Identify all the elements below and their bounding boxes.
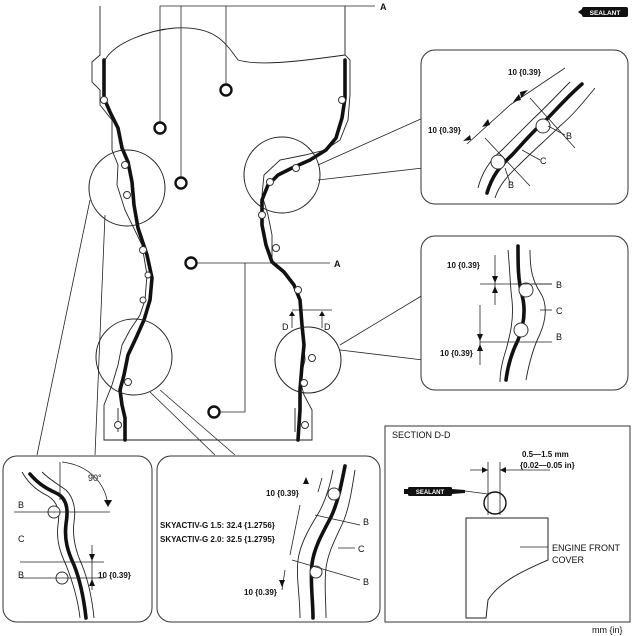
- engine-front-cover-label-1: ENGINE FRONT: [552, 543, 621, 553]
- section-mark-d-right: D: [324, 322, 331, 332]
- section-dim-line1: 0.5—1.5 mm: [522, 450, 569, 459]
- callout-a-mid: A: [334, 259, 341, 269]
- dim-upper-right-left: 10 {0.39}: [428, 126, 461, 135]
- label-c-bl: C: [18, 534, 25, 544]
- label-b-ur2: B: [508, 180, 514, 190]
- label-b-bl2: B: [18, 570, 24, 580]
- engine-front-cover-label-2: COVER: [552, 555, 585, 565]
- detail-panel-bottom-left: [2, 455, 153, 623]
- skyactiv-20-spec: SKYACTIV-G 2.0: 32.5 {1.2795}: [160, 535, 275, 544]
- label-b-mr2: B: [556, 332, 562, 342]
- label-b-bm1: B: [363, 517, 369, 527]
- label-b-mr1: B: [556, 280, 562, 290]
- sealant-badge-top: SEALANT: [578, 7, 628, 17]
- label-b-bm2: B: [363, 577, 369, 587]
- label-b-bl1: B: [18, 500, 24, 510]
- label-c-ur: C: [540, 156, 547, 166]
- label-c-bm: C: [358, 544, 365, 554]
- dim-middle-right-top: 10 {0.39}: [447, 261, 480, 270]
- dim-upper-right-top: 10 {0.39}: [508, 68, 541, 77]
- section-mark-d-left: D: [282, 322, 289, 332]
- dim-middle-right-bottom: 10 {0.39}: [440, 349, 473, 358]
- sealant-tube-label: SEALANT: [416, 490, 445, 496]
- sealant-bead-left: [102, 58, 154, 442]
- section-title: SECTION D-D: [392, 430, 451, 440]
- a-leader-lines: [159, 5, 375, 413]
- dim-bottom-left: 10 {0.39}: [98, 571, 131, 580]
- sealant-badge-label: SEALANT: [590, 10, 621, 17]
- section-d-markers: [289, 309, 332, 328]
- section-dim-line2: {0.02—0.05 in}: [520, 461, 575, 470]
- oil-seal-rings-a: [153, 83, 233, 419]
- dim-bottom-middle-top: 10 {0.39}: [266, 489, 299, 498]
- angle-90-label: 90°: [88, 473, 102, 483]
- zoom-circles: [88, 136, 342, 396]
- skyactiv-15-spec: SKYACTIV-G 1.5: 32.4 {1.2756}: [160, 521, 275, 530]
- label-b-ur1: B: [566, 131, 572, 141]
- label-c-mr: C: [556, 306, 563, 316]
- engine-front-cover-outline: [91, 6, 351, 441]
- cover-bolt-holes: [100, 96, 346, 429]
- detail-panel-middle-right: [420, 235, 629, 391]
- units-label: mm {in}: [592, 625, 623, 635]
- zoom-connectors: [36, 117, 424, 456]
- sealant-bead-right: [260, 58, 347, 442]
- detail-panel-bottom-middle: [156, 455, 381, 623]
- dim-bottom-middle-bottom: 10 {0.39}: [244, 588, 277, 597]
- detail-panel-upper-right: [420, 49, 629, 205]
- section-d-d-panel: SEALANT: [384, 425, 631, 623]
- callout-a-top: A: [380, 2, 387, 12]
